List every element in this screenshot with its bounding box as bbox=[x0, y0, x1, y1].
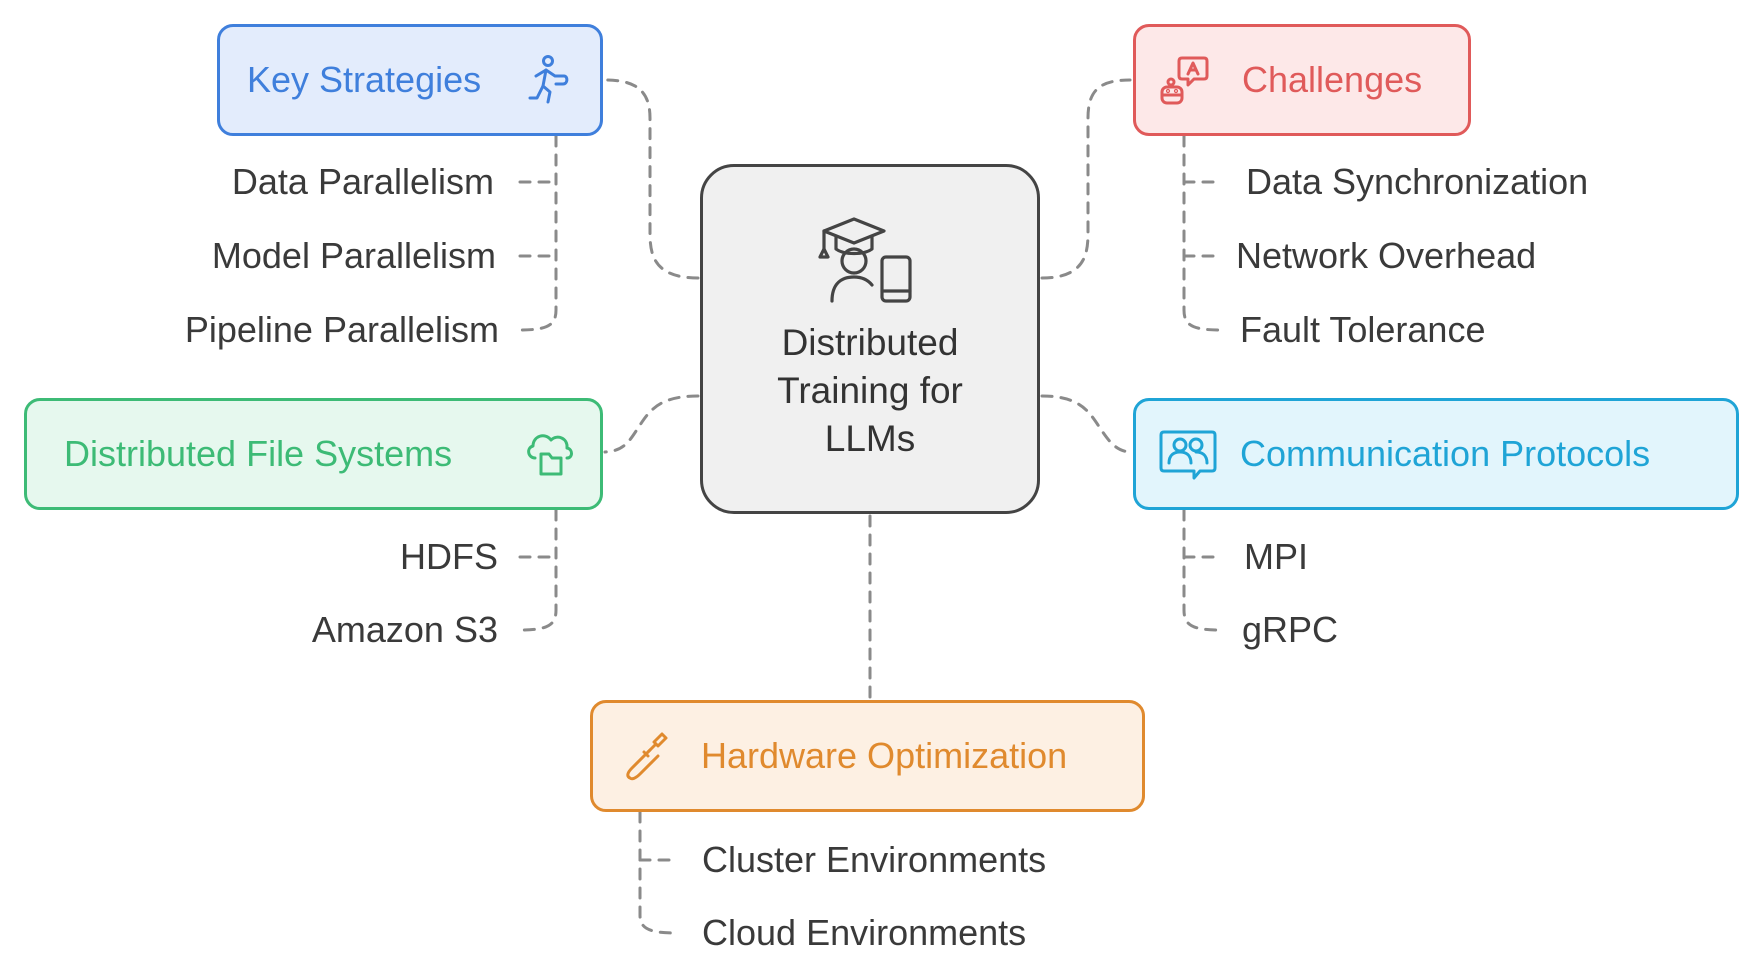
screwdriver-icon bbox=[626, 732, 668, 781]
connector-leaf bbox=[518, 134, 558, 332]
connector-protocols bbox=[1040, 394, 1132, 454]
challenges-item-2: Network Overhead bbox=[1236, 235, 1537, 276]
challenges-title: Challenges bbox=[1242, 59, 1423, 100]
hardware-item-1: Cluster Environments bbox=[702, 839, 1047, 880]
connector-key-strategies bbox=[603, 78, 700, 280]
robot-chat-icon bbox=[1160, 56, 1209, 105]
central-topic-title: Distributed Training for LLMs bbox=[777, 322, 963, 459]
connector-challenges bbox=[1040, 78, 1132, 280]
key-strategies-node: Key Strategies bbox=[217, 24, 603, 136]
protocols-item-2: gRPC bbox=[1242, 609, 1339, 650]
protocols-node: Communication Protocols bbox=[1133, 398, 1739, 510]
protocols-item-1: MPI bbox=[1244, 536, 1309, 577]
key-strategies-title: Key Strategies bbox=[247, 59, 482, 100]
file-systems-title: Distributed File Systems bbox=[64, 433, 453, 474]
running-person-icon bbox=[528, 55, 569, 104]
key-strategies-item-3: Pipeline Parallelism bbox=[184, 309, 499, 350]
key-strategies-item-2: Model Parallelism bbox=[211, 235, 496, 276]
file-systems-item-2: Amazon S3 bbox=[311, 609, 498, 650]
connector-file-systems bbox=[603, 394, 700, 454]
hardware-node: Hardware Optimization bbox=[590, 700, 1145, 812]
challenges-node: Challenges bbox=[1133, 24, 1471, 136]
cloud-folder-icon bbox=[527, 434, 573, 476]
file-systems-item-1: HDFS bbox=[400, 536, 498, 577]
connector-leaf bbox=[638, 810, 678, 935]
central-topic: Distributed Training for LLMs bbox=[700, 164, 1040, 514]
key-strategies-item-1: Data Parallelism bbox=[231, 161, 494, 202]
challenges-item-3: Fault Tolerance bbox=[1240, 309, 1486, 350]
hardware-title: Hardware Optimization bbox=[701, 735, 1068, 776]
connector-leaf bbox=[1182, 508, 1222, 632]
hardware-item-2: Cloud Environments bbox=[702, 912, 1027, 953]
connector-leaf bbox=[1182, 134, 1222, 332]
protocols-title: Communication Protocols bbox=[1240, 433, 1651, 474]
challenges-item-1: Data Synchronization bbox=[1246, 161, 1589, 202]
student-device-icon bbox=[818, 217, 912, 303]
file-systems-node: Distributed File Systems bbox=[24, 398, 603, 510]
connector-leaf bbox=[518, 508, 558, 632]
people-chat-icon bbox=[1159, 430, 1217, 480]
